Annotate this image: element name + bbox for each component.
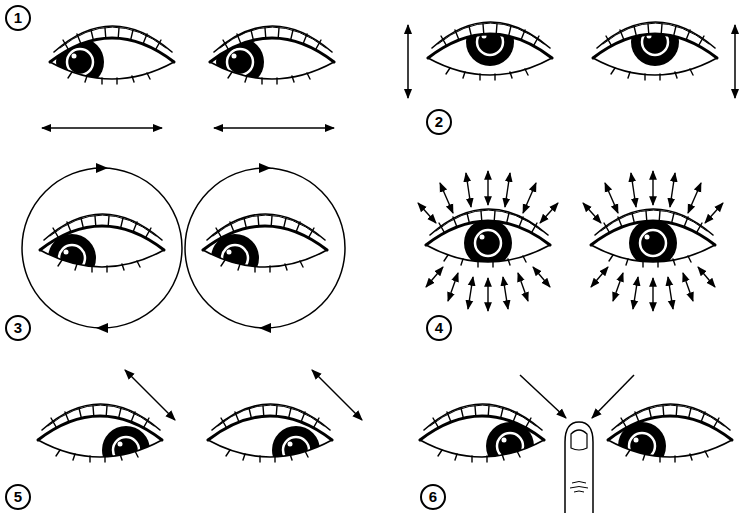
callout-number: 1 [5, 5, 31, 31]
callout-number: 4 [426, 315, 452, 341]
callout-number: 3 [5, 315, 31, 341]
callout-number: 2 [426, 109, 452, 135]
callout-number: 6 [420, 484, 446, 510]
callout-number: 5 [5, 484, 31, 510]
